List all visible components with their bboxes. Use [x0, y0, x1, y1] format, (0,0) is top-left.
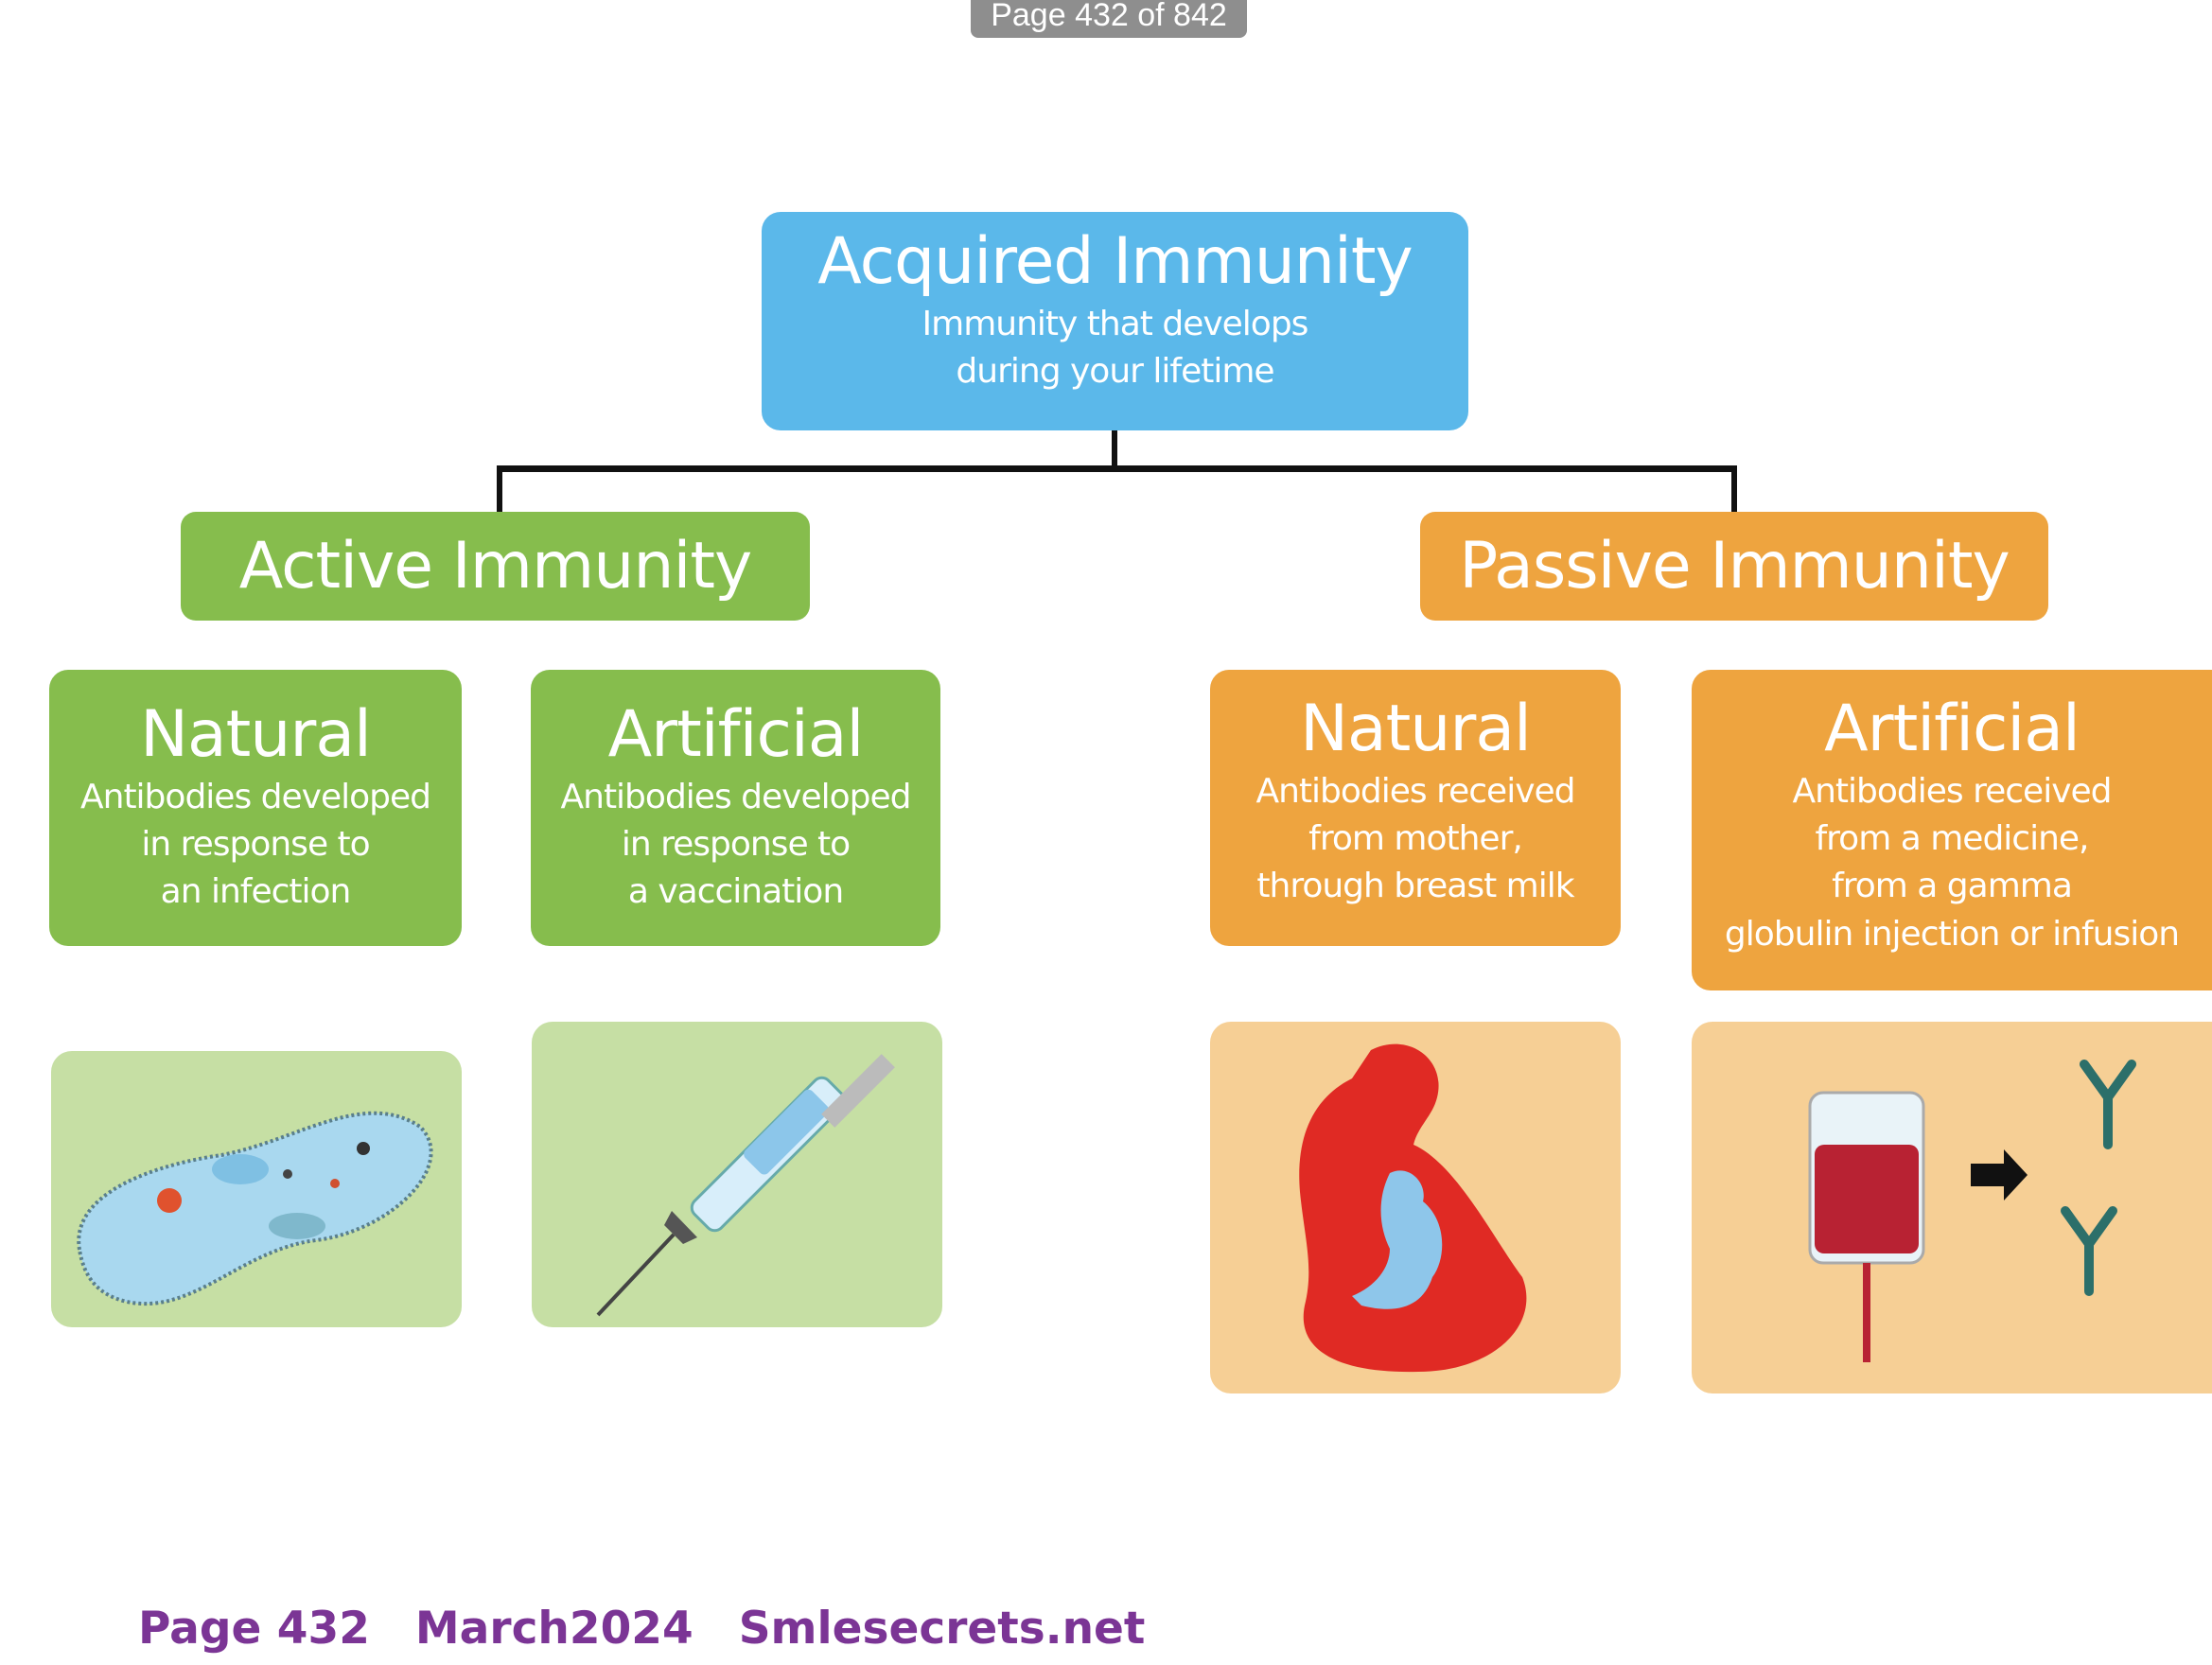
active-artificial-title: Artificial — [607, 697, 865, 772]
page-footer: Page 432 March2024 Smlesecrets.net — [138, 1603, 1190, 1655]
page-indicator: Page 432 of 842 — [971, 0, 1247, 38]
mother-child-icon — [1299, 1043, 1527, 1373]
active-natural-title: Natural — [140, 697, 372, 772]
iv-bag-antibody-icon — [1808, 1060, 2136, 1362]
passive-artificial-desc-4: globulin injection or infusion — [1724, 914, 2180, 954]
active-artificial-desc-3: a vaccination — [627, 872, 844, 912]
bacterium-illustration — [51, 1051, 462, 1327]
active-natural-box: Natural Antibodies developed in response… — [49, 670, 462, 946]
passive-immunity-box: Passive Immunity — [1420, 512, 2048, 621]
connector-stem — [1112, 430, 1117, 470]
footer-site-link[interactable]: Smlesecrets.net — [738, 1603, 1146, 1655]
footer-page-number: Page 432 — [138, 1603, 370, 1655]
acquired-immunity-box: Acquired Immunity Immunity that develops… — [762, 212, 1468, 430]
connector-left-drop — [497, 465, 502, 513]
passive-artificial-box: Artificial Antibodies received from a me… — [1692, 670, 2212, 990]
active-immunity-box: Active Immunity — [181, 512, 810, 621]
iv-bag-illustration — [1692, 1022, 2212, 1393]
passive-natural-desc-1: Antibodies received — [1255, 771, 1575, 811]
passive-artificial-desc-2: from a medicine, — [1815, 818, 2090, 858]
acquired-immunity-title: Acquired Immunity — [817, 224, 1413, 299]
active-natural-desc-3: an infection — [160, 872, 352, 912]
active-immunity-title: Active Immunity — [238, 528, 752, 604]
passive-immunity-title: Passive Immunity — [1459, 528, 2010, 604]
passive-artificial-desc-3: from a gamma — [1832, 867, 2073, 906]
passive-artificial-desc-1: Antibodies received — [1792, 771, 2112, 811]
breastfeeding-illustration — [1210, 1022, 1621, 1393]
bacterium-icon — [77, 1111, 433, 1306]
connector-bar — [497, 465, 1737, 472]
syringe-icon — [596, 1054, 895, 1317]
active-natural-desc-2: in response to — [141, 824, 370, 864]
syringe-illustration — [532, 1022, 942, 1327]
active-natural-desc-1: Antibodies developed — [80, 777, 431, 816]
active-artificial-desc-2: in response to — [621, 824, 851, 864]
passive-natural-box: Natural Antibodies received from mother,… — [1210, 670, 1621, 946]
acquired-immunity-desc-1: Immunity that develops — [922, 304, 1309, 343]
passive-artificial-title: Artificial — [1824, 692, 2080, 766]
passive-natural-desc-3: through breast milk — [1256, 867, 1574, 906]
passive-natural-desc-2: from mother, — [1308, 818, 1523, 858]
connector-right-drop — [1731, 465, 1737, 513]
acquired-immunity-desc-2: during your lifetime — [956, 351, 1274, 391]
passive-natural-title: Natural — [1300, 692, 1532, 766]
footer-date: March2024 — [414, 1603, 693, 1655]
active-artificial-desc-1: Antibodies developed — [560, 777, 912, 816]
active-artificial-box: Artificial Antibodies developed in respo… — [531, 670, 940, 946]
